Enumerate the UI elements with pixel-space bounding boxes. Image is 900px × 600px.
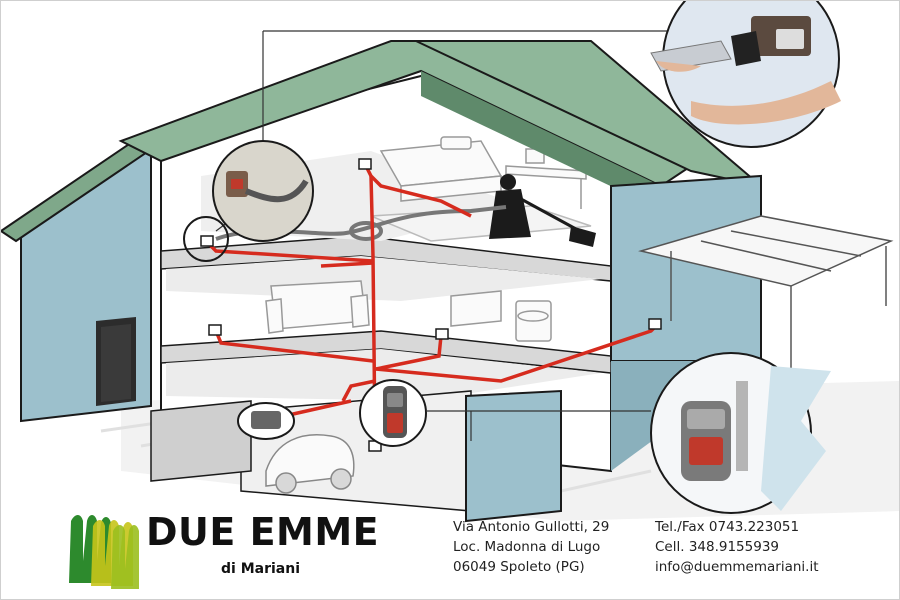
address-street: Via Antonio Gullotti, 29 <box>453 519 610 535</box>
address-block: Via Antonio Gullotti, 29 Loc. Madonna di… <box>453 517 609 577</box>
contact-email: info@duemmemariani.it <box>655 559 819 575</box>
garage-inlet-callout <box>237 402 295 440</box>
inlet-detail-callout <box>212 140 314 242</box>
inlet-highlight-circle <box>183 216 229 262</box>
company-name: DUE EMME <box>146 510 380 554</box>
contact-telfax: Tel./Fax 0743.223051 <box>655 519 800 535</box>
central-vacuum-unit <box>359 379 427 447</box>
contact-cell: Cell. 348.9155939 <box>655 539 779 555</box>
address-city: 06049 Spoleto (PG) <box>453 559 585 575</box>
power-unit-photo-callout <box>650 352 831 514</box>
hose-plugin-photo-callout <box>650 1 841 148</box>
company-subtitle: di Mariani <box>221 561 300 577</box>
contact-block: Tel./Fax 0743.223051 Cell. 348.9155939 i… <box>655 517 819 577</box>
pergola <box>638 215 894 376</box>
person-vacuuming <box>489 174 596 247</box>
main-roof <box>118 40 762 191</box>
wall-inlets <box>200 158 662 452</box>
address-locality: Loc. Madonna di Lugo <box>453 539 601 555</box>
logo-mark <box>69 515 139 589</box>
